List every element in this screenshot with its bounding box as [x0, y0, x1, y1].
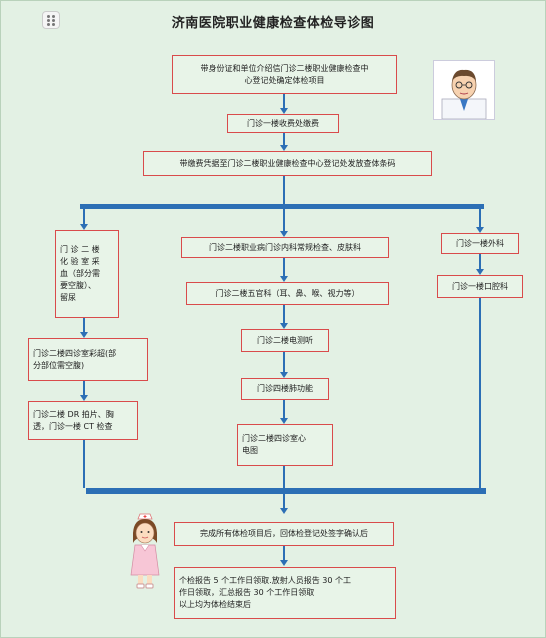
connector — [283, 94, 285, 110]
arrow — [280, 145, 288, 151]
step-blood-test: 门 诊 二 楼 化 验 室 采 血（部分需 要空腹）、 留尿 — [55, 230, 119, 318]
step-dental: 门诊一楼口腔科 — [437, 275, 523, 298]
arrow — [280, 418, 288, 424]
arrow — [476, 269, 484, 275]
arrow — [80, 332, 88, 338]
arrow — [280, 276, 288, 282]
arrow — [280, 372, 288, 378]
connector — [83, 440, 85, 488]
connector — [283, 305, 285, 325]
step-report: 个检报告 5 个工作日领取.放射人员报告 30 个工 作日领取，汇总报告 30 … — [174, 567, 396, 619]
connector — [283, 400, 285, 420]
step-surgery: 门诊一楼外科 — [441, 233, 519, 254]
step-confirm: 完成所有体检项目后，回体检登记处签字确认后 — [174, 522, 394, 546]
connector — [479, 209, 481, 229]
arrow — [280, 508, 288, 514]
arrow — [80, 224, 88, 230]
step-payment: 门诊一楼收费处缴费 — [227, 114, 339, 133]
connector — [283, 494, 285, 510]
connector — [83, 318, 85, 334]
connector — [283, 466, 285, 488]
connector — [283, 209, 285, 233]
arrow — [280, 323, 288, 329]
connector — [283, 546, 285, 562]
drag-handle-icon[interactable] — [42, 11, 60, 29]
step-audiometry: 门诊二楼电测听 — [241, 329, 329, 352]
nurse-avatar-icon — [128, 513, 162, 589]
step-lung-function: 门诊四楼肺功能 — [241, 378, 329, 400]
step-ultrasound: 门诊二楼四诊室彩超(部 分部位需空腹) — [28, 338, 148, 381]
connector — [283, 352, 285, 374]
step-barcode: 带缴费凭据至门诊二楼职业健康检查中心登记处发放查体条码 — [143, 151, 432, 176]
step-register: 带身份证和单位介绍信门诊二楼职业健康检查中 心登记处确定体检项目 — [172, 55, 397, 94]
connector — [479, 298, 481, 488]
arrow — [80, 395, 88, 401]
split-bar — [80, 204, 484, 209]
arrow — [280, 108, 288, 114]
connector — [283, 176, 285, 204]
step-ecg: 门诊二楼四诊室心 电图 — [237, 424, 333, 466]
step-internal-medicine: 门诊二楼职业病门诊内科常规检查、皮肤科 — [181, 237, 389, 258]
connector — [83, 209, 85, 226]
step-xray-ct: 门诊二楼 DR 拍片、胸 透，门诊一楼 CT 检查 — [28, 401, 138, 440]
connector — [283, 258, 285, 278]
connector — [479, 254, 481, 271]
connector — [283, 133, 285, 147]
connector — [83, 381, 85, 397]
arrow — [280, 231, 288, 237]
diagram-title: 济南医院职业健康检查体检导诊图 — [171, 16, 375, 31]
merge-bar — [86, 488, 486, 494]
arrow — [280, 560, 288, 566]
arrow — [476, 227, 484, 233]
step-ent: 门诊二楼五官科（耳、鼻、喉、视力等） — [186, 282, 389, 305]
doctor-avatar-icon — [433, 60, 495, 120]
